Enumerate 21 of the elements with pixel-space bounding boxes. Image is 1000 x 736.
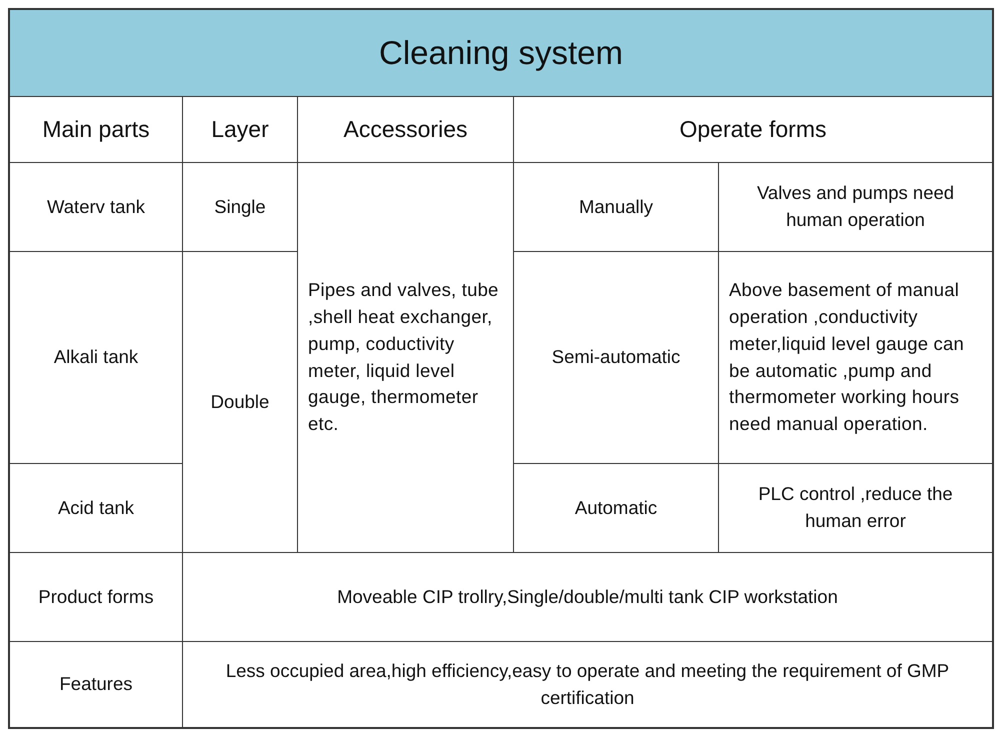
table-text: Semi-automatic	[552, 345, 680, 370]
row-label: Features	[59, 672, 132, 696]
title: Cleaning system	[379, 34, 623, 72]
row-label: Product forms	[38, 584, 154, 609]
column-header: Operate forms	[680, 116, 826, 144]
row-label: Alkali tank	[54, 345, 138, 370]
row-label: Waterv tank	[46, 194, 145, 219]
column-header: Accessories	[344, 116, 468, 144]
column-header: Main parts	[42, 116, 150, 144]
row-label: Acid tank	[58, 496, 134, 520]
table-text: Manually	[578, 194, 654, 219]
table-text: Automatic	[574, 496, 658, 520]
column-header: Layer	[211, 116, 269, 144]
table-text: PLC control ,reduce the human error	[757, 482, 954, 533]
table-text: Valves and pumps need human operation	[756, 181, 956, 232]
table-text: Double	[210, 390, 270, 414]
table-text: Pipes and valves, tube ,shell heat exchanger, pump, coductivity meter, liquid level gauge, thermometer etc.	[308, 278, 500, 436]
table-text: Less occupied area,high efficiency,easy to operate and meeting the requirement of GMP certification	[224, 658, 950, 710]
table-text: Moveable CIP trollry,Single/double/multi tank CIP workstation	[337, 584, 838, 609]
table-text: Single	[214, 194, 266, 219]
table-text: Above basement of manual operation ,conductivity meter,liquid level gauge can be automatic ,pump and thermometer working hours need manual operation.	[729, 278, 965, 436]
